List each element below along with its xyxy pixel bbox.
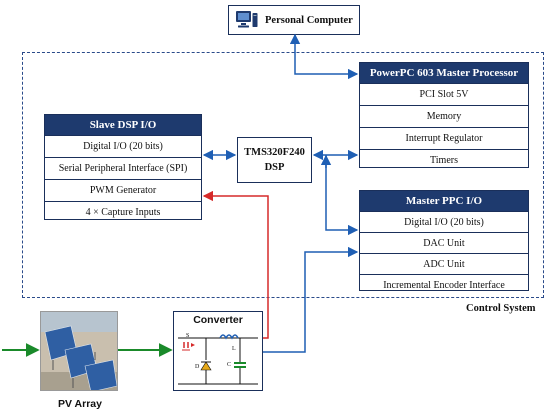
switch-symbol: S (182, 333, 195, 351)
converter-block: Converter S L D (173, 311, 263, 391)
personal-computer-label: Personal Computer (265, 14, 353, 26)
slave-dsp-io-block: Slave DSP I/O Digital I/O (20 bits) Seri… (44, 114, 202, 220)
dsp-ppc-io-link (325, 155, 359, 236)
pc-processor-link (289, 33, 359, 80)
slave-dsp-io-title: Slave DSP I/O (45, 115, 201, 135)
pv-array-image (40, 311, 118, 391)
master-ppc-io-title: Master PPC I/O (360, 191, 528, 211)
switch-label: S (186, 333, 189, 339)
dsp-block: TMS320F240 DSP (237, 137, 312, 183)
master-ppc-io-row: DAC Unit (360, 232, 528, 253)
capacitor-symbol: C (227, 338, 246, 384)
master-ppc-io-block: Master PPC I/O Digital I/O (20 bits) DAC… (359, 190, 529, 291)
diode-label: D (195, 364, 200, 370)
inductor-label: L (232, 346, 236, 352)
dsp-model-label: TMS320F240 (244, 147, 305, 158)
slave-dsp-io-row: PWM Generator (45, 179, 201, 201)
capacitor-label: C (227, 362, 231, 368)
solar-panel-icon (41, 312, 117, 390)
master-processor-row: Timers (360, 149, 528, 171)
computer-icon (235, 10, 259, 30)
control-system-boundary (22, 52, 544, 298)
dsp-type-label: DSP (264, 162, 285, 173)
slave-dsp-io-row: 4 × Capture Inputs (45, 201, 201, 223)
control-system-label: Control System (466, 303, 536, 314)
master-processor-row: PCI Slot 5V (360, 83, 528, 105)
pv-array-label: PV Array (58, 398, 102, 410)
master-ppc-io-row: Digital I/O (20 bits) (360, 211, 528, 232)
slave-dsp-io-row: Digital I/O (20 bits) (45, 135, 201, 157)
master-processor-row: Memory (360, 105, 528, 127)
master-processor-title: PowerPC 603 Master Processor (360, 63, 528, 83)
pwm-signal-link (202, 190, 269, 339)
converter-adc-link (263, 246, 359, 353)
converter-circuit: S L D C (178, 333, 258, 385)
slave-dsp-io-row: Serial Peripheral Interface (SPI) (45, 157, 201, 179)
master-processor-block: PowerPC 603 Master Processor PCI Slot 5V… (359, 62, 529, 168)
master-ppc-io-row: ADC Unit (360, 253, 528, 274)
inductor-symbol: L (219, 334, 239, 352)
converter-title: Converter (193, 314, 243, 326)
diode-symbol: D (195, 338, 212, 384)
master-processor-row: Interrupt Regulator (360, 127, 528, 149)
master-ppc-io-row: Incremental Encoder Interface (360, 274, 528, 295)
